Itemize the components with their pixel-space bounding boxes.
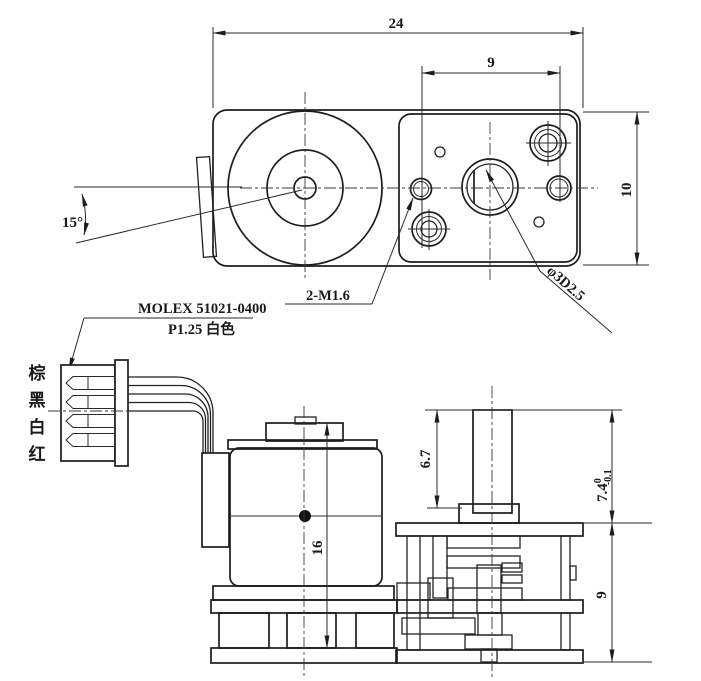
gearbox-side (395, 409, 584, 664)
connector-pins (65, 376, 116, 447)
dim-10-label: 10 (619, 183, 635, 198)
dim-9-side-label: 9 (594, 591, 610, 599)
pilot-hole-top-left (434, 146, 446, 158)
gearbox-holes (408, 121, 572, 250)
dimension-hole-span-9: 9 (421, 55, 561, 248)
gearbox-top-plate (395, 522, 584, 537)
wire-color-white-label: 白 (29, 417, 46, 437)
gearbox-internals (396, 535, 577, 663)
motor-top-tab (265, 422, 344, 442)
angle-dimension: 15° (62, 186, 303, 244)
gearbox-bottom-plate (395, 649, 584, 664)
wire-color-labels: 棕 黑 白 红 (29, 363, 46, 464)
motor-top-notch (294, 416, 317, 425)
connector-spec-label: P1.25 白色 (168, 320, 235, 338)
thread-callout: 2-M1.6 (285, 197, 414, 305)
dimension-shaft-total-74: 7.40-0.1 (584, 409, 652, 524)
dimension-motor-height-16: 16 (310, 422, 330, 649)
connector-wires (128, 376, 214, 453)
output-shaft (472, 409, 513, 514)
top-view: 15° 24 9 10 2-M1.6 (62, 16, 649, 334)
dim-angle-label: 15° (62, 215, 83, 231)
dimension-width-24: 24 (212, 16, 584, 108)
motor-cap-strip (227, 439, 378, 450)
connector-detail: MOLEX 51021-0400 P1.25 白色 棕 黑 白 红 (29, 301, 266, 467)
dimension-shaft-exposed-67: 6.7 (418, 409, 622, 509)
dim-9-top-label: 9 (487, 55, 495, 71)
thread-hole-m16 (409, 177, 433, 201)
dim-67-label: 6.7 (418, 449, 434, 468)
wire-color-black-label: 黑 (29, 391, 46, 410)
wire-color-red-label: 红 (29, 444, 46, 464)
motor-center-mark (299, 510, 311, 522)
side-view: 16 6.7 7.40-0.1 9 (201, 386, 652, 678)
connector-header-plate (114, 359, 129, 467)
dimension-height-10: 10 (583, 111, 649, 266)
thread-callout-label: 2-M1.6 (306, 288, 350, 304)
connector-part-number-label: MOLEX 51021-0400 (138, 301, 266, 317)
gearbox-mid-plate (396, 599, 584, 614)
dim-74-label: 7.40-0.1 (593, 469, 614, 502)
dim-24-label: 24 (389, 16, 405, 32)
pilot-hole-bottom-right (533, 216, 545, 228)
dimension-gearbox-height-9: 9 (584, 522, 652, 663)
dim-16-label: 16 (310, 540, 326, 556)
shaft-callout-label: φ3D2.5 (543, 263, 587, 305)
motor-side-tab (195, 155, 218, 258)
wire-color-brown-label: 棕 (29, 363, 46, 383)
top-view-centerlines (240, 92, 598, 280)
terminal-board (201, 452, 230, 548)
